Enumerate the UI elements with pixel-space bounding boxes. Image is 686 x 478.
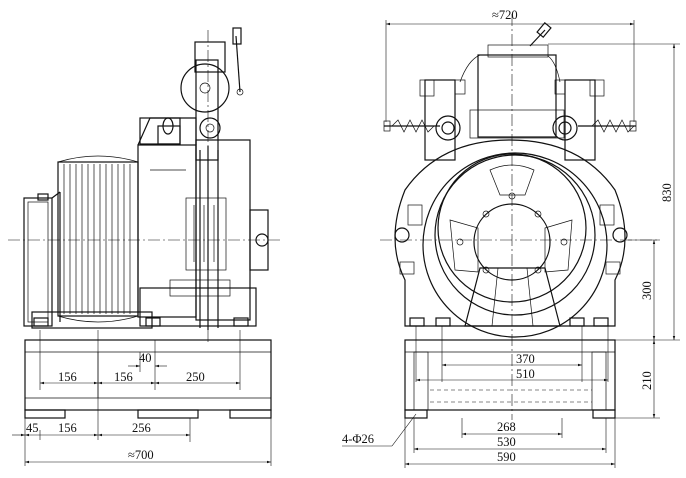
dim-side-300: 300: [640, 281, 654, 300]
side-view: [380, 14, 660, 420]
front-dimensions: 156 156 250 40 45 156 256 ≈700: [12, 330, 272, 466]
dim-front-156-bottom: 156: [58, 421, 77, 435]
dim-front-156-b: 156: [114, 370, 133, 384]
side-brake-assembly: [383, 21, 637, 161]
dim-side-holes: 4-Φ26: [342, 432, 374, 446]
dim-front-700: ≈700: [128, 448, 154, 462]
dim-side-370: 370: [516, 352, 535, 366]
dim-side-590: 590: [497, 450, 516, 464]
front-base-frame: [24, 339, 272, 419]
dim-side-210: 210: [640, 371, 654, 390]
front-mounting-bolts: [33, 317, 249, 327]
dim-side-510: 510: [516, 367, 535, 381]
dim-front-156-a: 156: [58, 370, 77, 384]
front-view: [8, 27, 282, 419]
side-base-frame: [404, 339, 616, 419]
motor-end-block: [23, 191, 153, 329]
dim-front-45: 45: [26, 421, 39, 435]
main-housing: [137, 117, 269, 327]
dim-front-250: 250: [186, 370, 205, 384]
dim-side-830: 830: [660, 183, 674, 202]
dim-side-268: 268: [497, 420, 516, 434]
dim-front-40: 40: [139, 351, 152, 365]
traction-sheave: [57, 155, 139, 323]
dim-side-530: 530: [497, 435, 516, 449]
dim-side-720: ≈720: [492, 8, 518, 22]
side-mounting-bolts: [409, 317, 609, 327]
side-housing: [394, 139, 628, 338]
side-dimensions: ≈720 830 300 210 370 510 268 530: [342, 8, 680, 468]
dim-front-256: 256: [132, 421, 151, 435]
